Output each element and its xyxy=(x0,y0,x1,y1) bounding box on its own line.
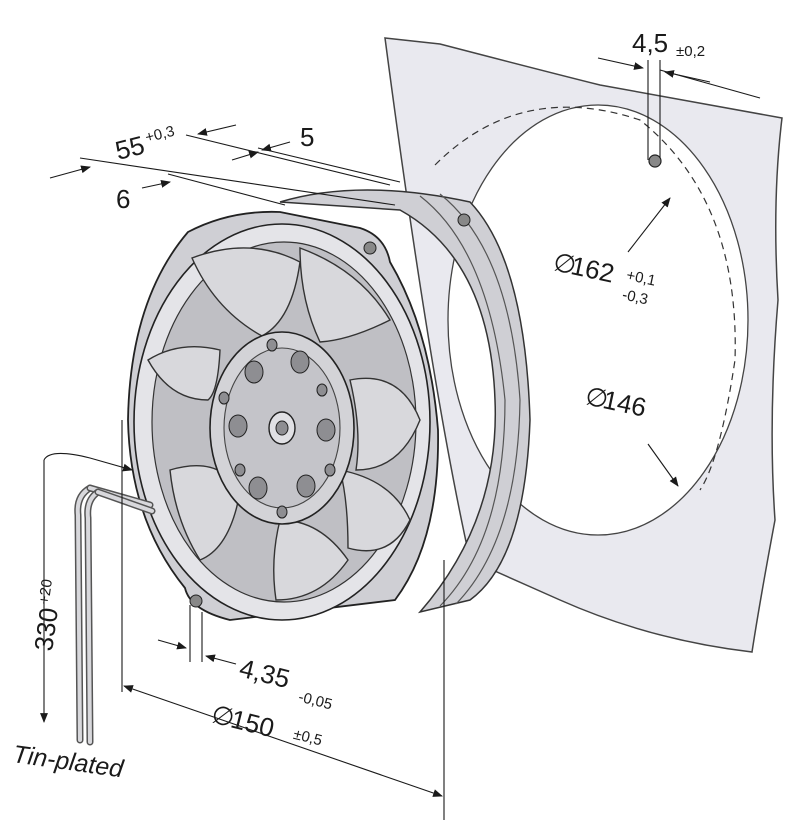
rear-flange-hole xyxy=(457,213,471,227)
panel-mounting-hole xyxy=(648,154,662,168)
offset-value: 6 xyxy=(116,184,130,214)
front-hole-bottom xyxy=(189,594,203,608)
hub xyxy=(209,331,355,525)
overall-depth-value: 55 xyxy=(112,130,147,166)
mount-hole-tol: -0,05 xyxy=(297,689,334,714)
overall-depth-tol: +0,3 xyxy=(143,123,176,147)
fan-diameter-tol: ±0,5 xyxy=(292,726,324,750)
hole-circle-tol-lower: -0,3 xyxy=(621,286,650,308)
fan-diameter-value: 150 xyxy=(228,704,277,744)
lead-length-tol: +20 xyxy=(36,578,56,606)
hole-circle-line xyxy=(434,106,736,491)
flange-depth-value: 5 xyxy=(300,122,314,152)
mount-hole-value: 4,35 xyxy=(237,653,293,694)
panel-thickness-tol: ±0,2 xyxy=(676,43,705,60)
lead-length-value: 330 xyxy=(28,606,64,653)
dim-lead-length: 330 +20 xyxy=(28,578,64,653)
dim-hole-circle: ∅ 162 +0,1 -0,3 xyxy=(551,247,658,309)
dim-overall-depth: 55 +0,3 xyxy=(112,123,176,166)
lead-wires xyxy=(74,484,156,746)
dim-fan-diameter: ∅ 150 ±0,5 xyxy=(209,699,324,750)
hole-circle-tol-upper: +0,1 xyxy=(625,267,658,290)
front-hole-top xyxy=(363,241,377,255)
dim-mount-hole: 4,35 -0,05 xyxy=(237,653,334,714)
panel-thickness-value: 4,5 xyxy=(632,28,668,58)
leads-finish-label: Tin-plated xyxy=(11,740,126,783)
leads-finish-text: Tin-plated xyxy=(11,740,126,783)
dimension-lines xyxy=(40,57,761,820)
impeller xyxy=(147,246,421,601)
mounting-panel xyxy=(384,37,783,653)
